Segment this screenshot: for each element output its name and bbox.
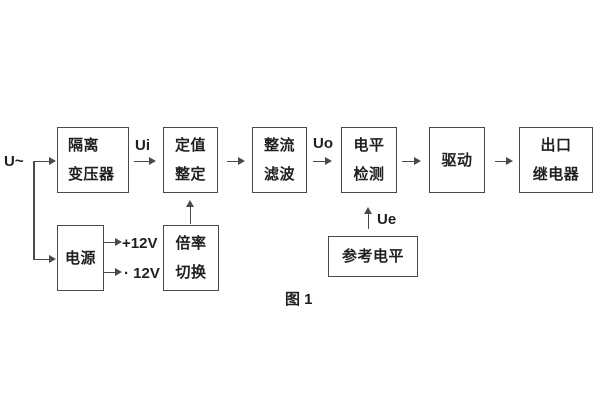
- rail-pos12v-label: +12V: [122, 235, 158, 252]
- arrow-ui-icon: [134, 157, 156, 166]
- arrow-input-to-power-icon: [33, 255, 56, 264]
- arrow-uo-icon: [313, 157, 332, 166]
- block-power-supply: 电源: [57, 225, 104, 291]
- block-reference-level: 参考电平: [328, 236, 418, 277]
- block-label: 隔离: [68, 137, 100, 154]
- block-label: 电源: [64, 249, 96, 267]
- block-label: 继电器: [532, 166, 580, 183]
- input-voltage-label: U~: [4, 153, 24, 170]
- rail-neg12v-label: · 12V: [124, 265, 160, 282]
- block-label: 电平: [353, 137, 385, 154]
- arrow-ue-icon: [364, 207, 373, 229]
- arrow-power-pos-icon: [104, 238, 122, 247]
- block-label: 检测: [353, 166, 385, 183]
- block-level-detect: 电平 检测: [341, 127, 397, 193]
- input-branch-line: [33, 161, 35, 259]
- arrow-setting-to-rectifier-icon: [227, 157, 245, 166]
- arrow-ratio-to-setting-icon: [186, 200, 195, 224]
- arrow-detect-to-drive-icon: [402, 157, 421, 166]
- block-label: 出口: [540, 137, 572, 154]
- arrow-power-neg-icon: [104, 268, 122, 277]
- block-label: 滤波: [263, 166, 295, 183]
- block-drive: 驱动: [429, 127, 485, 193]
- block-isolation-transformer: 隔离 变压器: [57, 127, 129, 193]
- block-label: 变压器: [68, 166, 115, 183]
- block-label: 整流: [263, 137, 295, 154]
- block-label: 定值: [174, 137, 206, 154]
- block-label: 驱动: [441, 151, 473, 169]
- block-ratio-switch: 倍率 切换: [163, 225, 219, 291]
- block-value-setting: 定值 整定: [163, 127, 218, 193]
- arrow-input-to-transformer-icon: [33, 157, 56, 166]
- block-rectify-filter: 整流 滤波: [252, 127, 307, 193]
- block-label: 切换: [175, 264, 207, 281]
- signal-ue-label: Ue: [377, 211, 397, 228]
- block-label: 整定: [174, 166, 206, 183]
- block-label: 倍率: [175, 235, 207, 252]
- block-label: 参考电平: [341, 248, 404, 265]
- signal-uo-label: Uo: [313, 135, 333, 152]
- arrow-drive-to-relay-icon: [495, 157, 513, 166]
- signal-ui-label: Ui: [135, 137, 150, 154]
- figure-caption: 图 1: [285, 291, 313, 308]
- block-output-relay: 出口 继电器: [519, 127, 593, 193]
